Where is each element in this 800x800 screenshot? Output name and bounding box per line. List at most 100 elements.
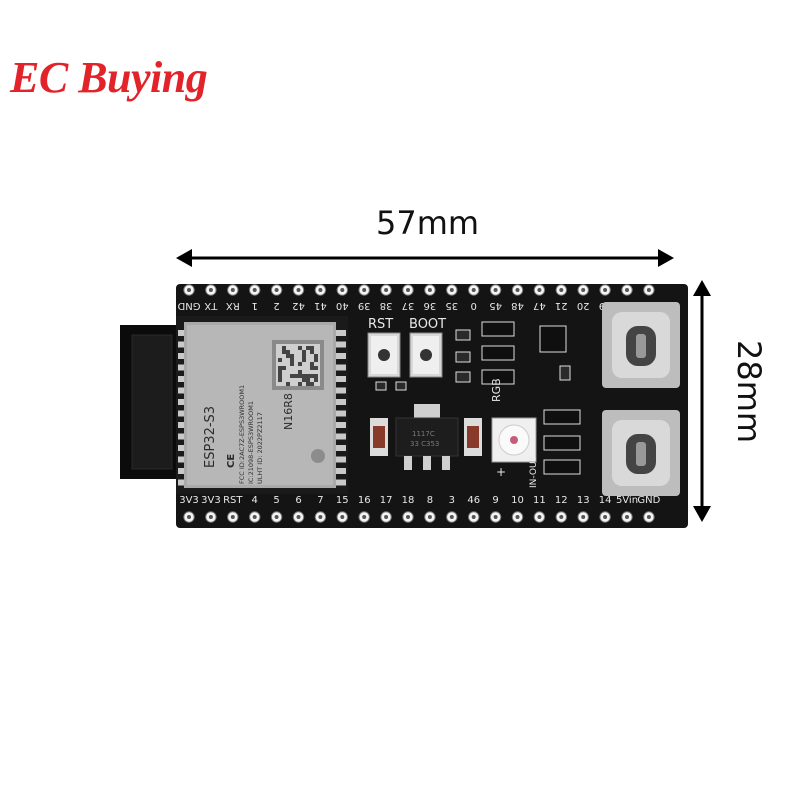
pin-hole-center [406, 515, 410, 519]
qr-module [314, 366, 318, 370]
regulator-marking-2: 33 C353 [410, 440, 439, 448]
module-ic-id: IC:21098-ESPS3WROOM1 [247, 401, 255, 484]
qr-module [306, 346, 310, 350]
ce-mark: CE [226, 454, 237, 468]
width-dimension-label: 57mm [376, 204, 480, 242]
top-pin-label: 48 [511, 300, 524, 311]
top-pin-label: 21 [555, 300, 568, 311]
module-pad [178, 376, 188, 382]
pin-hole-center [252, 288, 257, 292]
qr-module [278, 366, 282, 370]
pin-hole-center [537, 288, 542, 292]
top-pin-row [183, 284, 655, 296]
pin-hole-center [230, 515, 235, 519]
module-pad [336, 456, 346, 463]
qr-module [314, 358, 318, 362]
rgb-led: + [491, 417, 537, 479]
qr-module [298, 374, 302, 378]
bottom-pin-label: 13 [577, 495, 590, 506]
qr-module [298, 370, 302, 374]
module-pad [178, 410, 188, 417]
pin-hole-center [646, 515, 651, 519]
module-pad [336, 341, 346, 348]
pin-hole-center [449, 515, 454, 519]
qr-module [314, 378, 318, 382]
module-pad [178, 479, 188, 486]
regulator-marking-1: 1117C [412, 430, 435, 438]
qr-module [306, 378, 310, 382]
qr-module [290, 374, 294, 378]
module-pad [178, 399, 188, 405]
qr-module [286, 350, 290, 354]
rst-button[interactable] [367, 332, 401, 378]
pin-hole-center [208, 288, 213, 292]
brand-logo: EC Buying [10, 53, 208, 102]
pin-hole-center [559, 288, 564, 292]
pin-hole-center [515, 288, 520, 292]
top-pin-label: RX [226, 300, 240, 311]
pin-hole-center [252, 515, 257, 519]
pin-hole-center [427, 288, 432, 292]
module-pad [178, 387, 188, 394]
top-pin-label: 35 [445, 300, 458, 311]
bottom-pin-label: 7 [317, 495, 323, 506]
qr-module [302, 354, 306, 358]
qr-module [290, 362, 294, 366]
bottom-pin-label: 3V3 [201, 495, 221, 506]
module-pad [178, 353, 188, 359]
rgb-label: RGB [490, 378, 503, 402]
top-pin-label: 20 [577, 300, 590, 311]
pin-hole-center [471, 288, 476, 292]
bottom-pin-label: 16 [358, 495, 371, 506]
qr-module [306, 382, 310, 386]
pin-hole-center [449, 288, 454, 292]
bottom-pin-label: 10 [511, 495, 524, 506]
pin-hole-center [318, 515, 323, 519]
qr-code [272, 340, 324, 390]
qr-module [302, 350, 306, 354]
module-pad [336, 422, 346, 428]
module-pad [336, 330, 346, 336]
bottom-pin-label: 6 [295, 495, 301, 506]
pin-hole-center [625, 288, 629, 292]
qr-module [310, 366, 314, 370]
capacitor-right [464, 418, 482, 456]
qr-module [278, 378, 282, 382]
pin-hole-center [581, 288, 586, 292]
pin-hole-center [537, 515, 542, 519]
qr-module [310, 374, 314, 378]
boot-button[interactable] [409, 332, 443, 378]
bottom-pin-label: 11 [533, 495, 546, 506]
bottom-pin-label: RST [223, 495, 243, 506]
module-pad [336, 433, 346, 440]
pin-hole-center [230, 288, 235, 292]
module-pad [178, 364, 188, 371]
qr-module [294, 374, 298, 378]
qr-module [286, 382, 290, 386]
top-pin-label: 37 [402, 300, 415, 311]
module-pad [336, 410, 346, 417]
bottom-pin-label: 14 [599, 495, 612, 506]
pin-hole-center [559, 515, 564, 519]
top-pin-label: 0 [471, 300, 477, 311]
module-pad [178, 445, 188, 451]
top-pin-label: 39 [358, 300, 371, 311]
module-pad [336, 479, 346, 486]
qr-module [298, 382, 302, 386]
top-pin-label: 40 [336, 300, 349, 311]
qr-module [282, 350, 286, 354]
module-pad [336, 364, 346, 371]
smd-components [375, 321, 571, 391]
pin-hole-center [581, 515, 586, 519]
bottom-pin-label: 4 [252, 495, 258, 506]
qr-module [310, 350, 314, 354]
qr-module [278, 358, 282, 362]
bottom-pin-label: GND [637, 495, 660, 506]
bottom-pin-label: 5 [273, 495, 279, 506]
pin-hole-center [362, 288, 367, 292]
plus-sign: + [496, 465, 506, 479]
top-pin-label: 42 [292, 300, 305, 311]
qr-module [302, 378, 306, 382]
bottom-pin-label: 3 [449, 495, 455, 506]
